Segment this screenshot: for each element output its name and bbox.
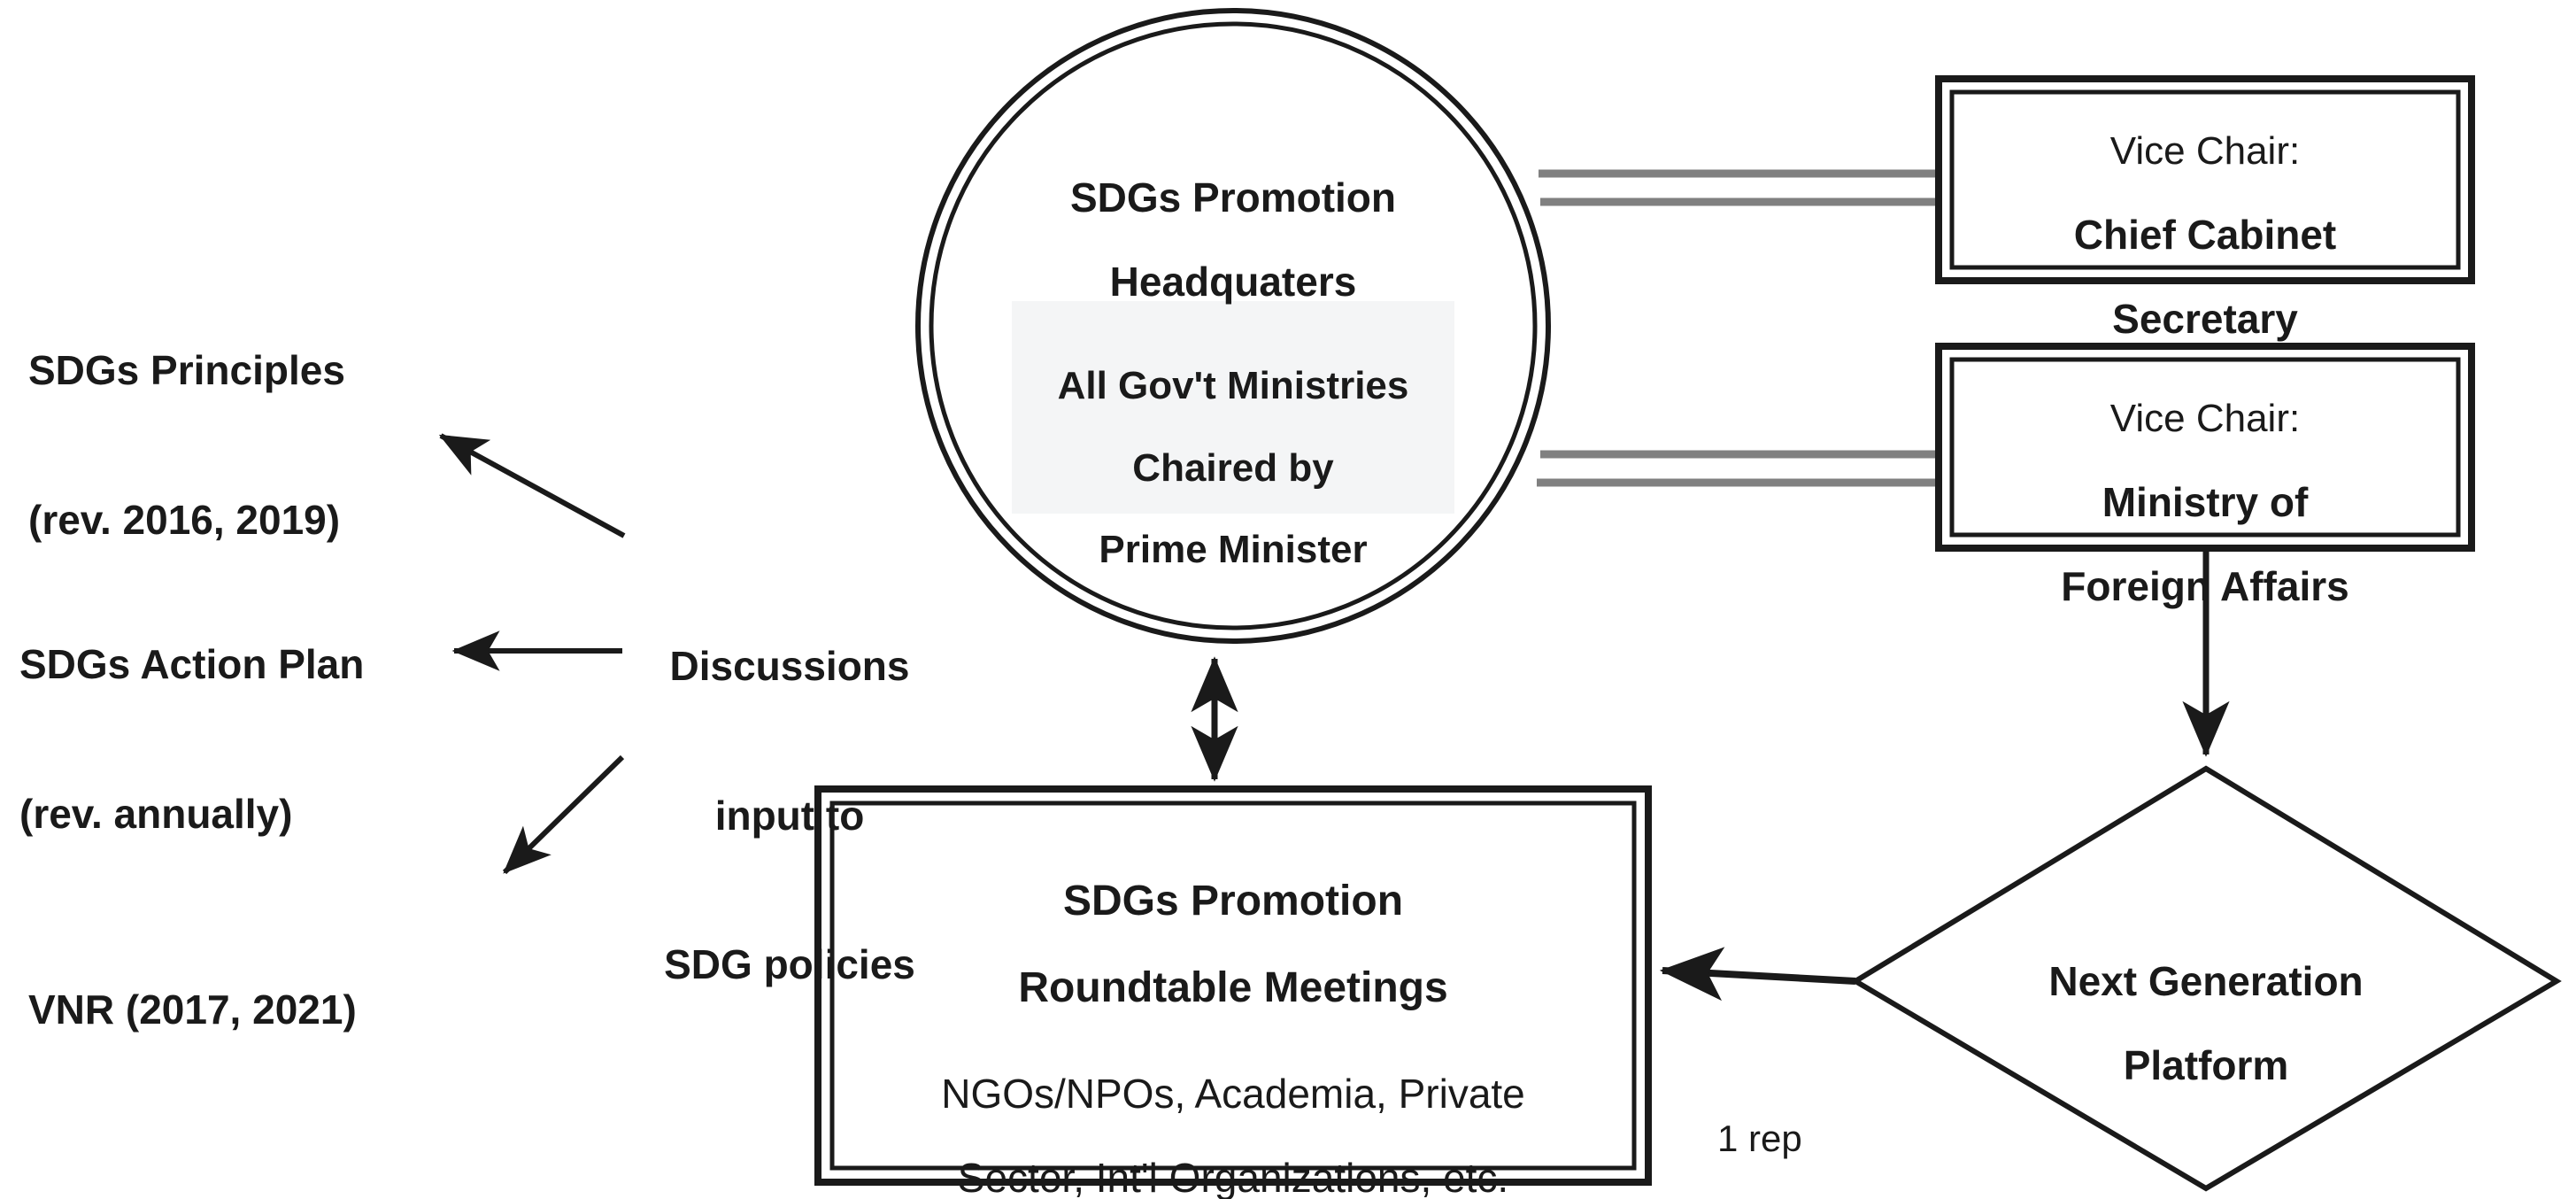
output-label-sdgs-principles-line1: SDGs Principles xyxy=(28,347,345,394)
hub-label-line3: SDG policies xyxy=(664,940,915,987)
roundtable-box-shape xyxy=(814,785,1652,1186)
connector-hq-to-ministry-foreign-affairs xyxy=(1537,450,1939,487)
hub-label-line1: Discussions xyxy=(669,643,910,690)
headquarters-title-line2: Headquaters xyxy=(1109,259,1357,306)
next-generation-platform-label: Next Generation Platform xyxy=(1940,922,2472,1125)
headquarters-subtitle-line3: Prime Minister xyxy=(1099,528,1368,572)
vice-chair-chief-cabinet-secretary-text: Vice Chair: Chief Cabinet Secretary xyxy=(1952,93,2458,378)
headquarters-title-line1: SDGs Promotion xyxy=(1069,174,1397,221)
vice-chair-1-name-line1: Chief Cabinet xyxy=(2073,211,2337,258)
headquarters-title: SDGs Promotion Headquaters xyxy=(968,138,1499,341)
vice-chair-ministry-foreign-affairs-text: Vice Chair: Ministry of Foreign Affairs xyxy=(1952,360,2458,646)
output-label-sdgs-principles: SDGs Principles (rev. 2016, 2019) xyxy=(28,246,489,644)
hub-label-line2: input to xyxy=(714,792,865,839)
vice-chair-1-name-line2: Secretary xyxy=(2112,295,2298,342)
next-generation-platform-shape xyxy=(1850,765,2562,1192)
output-label-sdgs-action-plan-line2: (rev. annually) xyxy=(19,790,293,837)
roundtable-members: NGOs/NPOs, Academia, Private Sector, Int… xyxy=(832,1034,1634,1199)
edge-label-rep-line1: 1 rep xyxy=(1717,1118,1802,1160)
vice-chair-box-chief-cabinet-secretary-shape xyxy=(1935,75,2475,284)
vice-chair-2-role: Vice Chair: xyxy=(2109,397,2301,441)
arrow-hub-to-vnr xyxy=(502,754,625,875)
arrow-hub-to-sdgs-principles xyxy=(438,433,626,538)
output-label-sdgs-principles-line2: (rev. 2016, 2019) xyxy=(28,496,341,543)
headquarters-subtitle: All Gov't Ministries Chaired by Prime Mi… xyxy=(1012,328,1454,608)
vice-chair-2-name-line2: Foreign Affairs xyxy=(2061,562,2349,609)
platform-label-line2: Platform xyxy=(2123,1042,2289,1089)
roundtable-title-line2: Roundtable Meetings xyxy=(1018,963,1448,1011)
hub-label-discussions: Discussions input to SDG policies xyxy=(613,542,967,1088)
connector-hq-to-chief-cabinet-secretary xyxy=(1539,169,1939,206)
headquarters-shade-band xyxy=(1012,301,1454,514)
headquarters-subtitle-line1: All Gov't Ministries xyxy=(1057,364,1409,408)
roundtable-title: SDGs Promotion Roundtable Meetings xyxy=(832,841,1634,1048)
vice-chair-box-ministry-foreign-affairs-shape xyxy=(1935,343,2475,552)
vice-chair-2-name-line1: Ministry of xyxy=(2102,478,2309,525)
roundtable-members-line1: NGOs/NPOs, Academia, Private xyxy=(941,1071,1525,1118)
arrow-platform-to-roundtable xyxy=(1659,947,1856,1002)
output-label-vnr: VNR (2017, 2021) xyxy=(28,886,506,1134)
vice-chair-1-role: Vice Chair: xyxy=(2109,129,2301,174)
output-label-sdgs-action-plan: SDGs Action Plan (rev. annually) xyxy=(19,540,497,938)
roundtable-title-line1: SDGs Promotion xyxy=(1062,878,1404,925)
platform-label-line1: Next Generation xyxy=(2048,958,2364,1005)
edge-label-one-rep-since-2021: 1 rep since 2021 xyxy=(1717,1025,2001,1199)
headquarters-subtitle-line2: Chaired by xyxy=(1132,445,1334,490)
roundtable-members-line2: Sector, Int'l Organizations, etc. xyxy=(957,1155,1509,1199)
output-label-sdgs-action-plan-line1: SDGs Action Plan xyxy=(19,641,365,688)
output-label-vnr-line1: VNR (2017, 2021) xyxy=(28,986,357,1033)
